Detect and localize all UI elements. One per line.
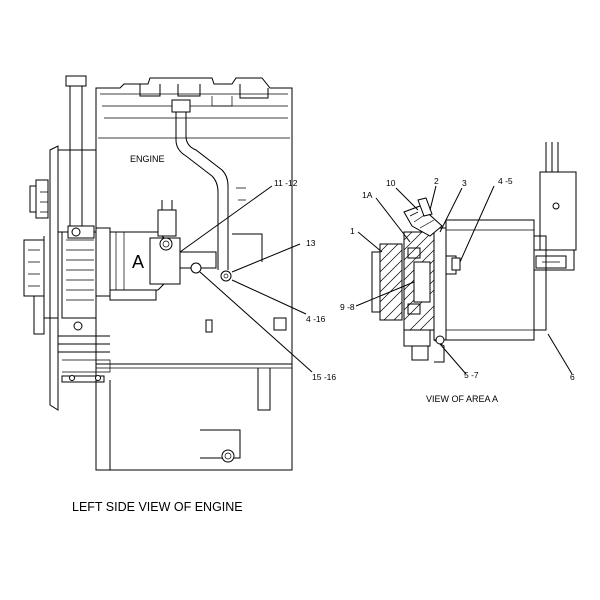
engine-label: ENGINE	[130, 154, 165, 164]
detail-3-label: 3	[462, 178, 467, 188]
left-side-view-caption: LEFT SIDE VIEW OF ENGINE	[72, 500, 243, 514]
detail-4-5-label: 4 -5	[498, 176, 513, 186]
detail-1-label: 1	[350, 226, 355, 236]
view-of-area-a-caption: VIEW OF AREA A	[426, 394, 498, 404]
detail-10-label: 10	[386, 178, 396, 188]
left-leader-lines	[179, 185, 313, 373]
detail-5-7-label: 5 -7	[464, 370, 479, 380]
area-a-label: A	[132, 252, 144, 272]
detail-1a-label: 1A	[362, 190, 373, 200]
detail-2-label: 2	[434, 176, 439, 186]
detail-6-label: 6	[570, 372, 575, 382]
area-a-detail-view	[371, 142, 577, 363]
engine-side-view	[23, 75, 293, 471]
callout-4-16: 4 -16	[306, 314, 326, 324]
callout-11-12: 11 -12	[274, 178, 298, 188]
callout-15-16: 15 -16	[312, 372, 336, 382]
detail-leader-lines	[355, 185, 573, 375]
detail-9-8-label: 9 -8	[340, 302, 355, 312]
callout-13: 13	[306, 238, 316, 248]
